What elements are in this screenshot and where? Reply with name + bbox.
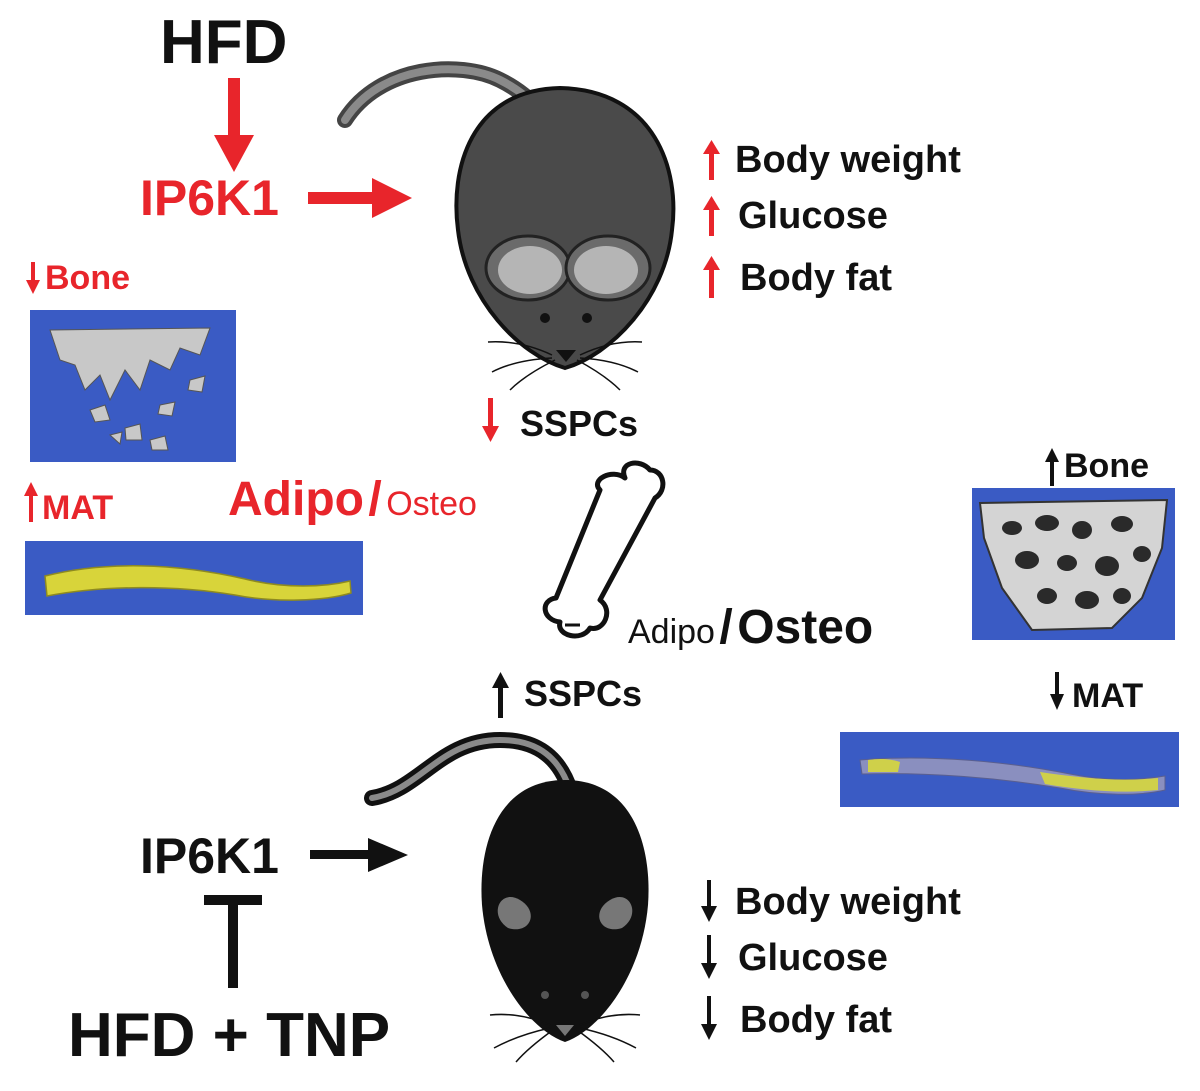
bottom-sspcs-label: SSPCs [524, 673, 643, 714]
down-arrow-icon [701, 880, 717, 922]
top-sspcs-label: SSPCs [520, 403, 639, 444]
down-arrow-icon [701, 935, 717, 979]
bottom-osteo-label: Osteo [737, 601, 874, 654]
bottom-body-fat-label: Body fat [740, 999, 892, 1041]
bottom-adipo-label: Adipo [628, 613, 715, 651]
ip6k1-right-arrow-icon [308, 178, 412, 218]
top-slash: / [368, 473, 382, 526]
bone-loss-microct-image [30, 310, 236, 462]
bottom-adipo-osteo-ratio: Adipo / Osteo [628, 598, 873, 669]
inhibition-bar-icon [204, 895, 262, 988]
mat-increase-label: MAT [42, 489, 114, 527]
bottom-effect-arrows [701, 880, 717, 1040]
mat-decrease-label: MAT [1072, 677, 1144, 715]
bottom-glucose-label: Glucose [738, 937, 888, 979]
bone-increase-microct-image [972, 488, 1175, 640]
bottom-slash: / [719, 601, 733, 654]
top-osteo-label: Osteo [386, 485, 477, 523]
top-effect-arrows [703, 140, 720, 298]
bone-down-arrow-icon [26, 262, 40, 294]
bone-increase-label: Bone [1064, 447, 1149, 485]
up-arrow-icon [703, 196, 720, 236]
mat-down-arrow-icon [1050, 672, 1064, 710]
mat-increase-microct-image [25, 541, 363, 615]
top-adipo-label: Adipo [228, 473, 364, 526]
bottom-ip6k1-right-arrow-icon [310, 838, 408, 872]
bone-decrease-label: Bone [45, 259, 130, 297]
hfd-tnp-label: HFD + TNP [68, 1001, 391, 1070]
bottom-body-weight-label: Body weight [735, 881, 961, 923]
bottom-ip6k1-label: IP6K1 [140, 828, 279, 884]
sspcs-up-arrow-icon [492, 672, 509, 718]
mat-decrease-microct-image [840, 732, 1179, 807]
up-arrow-icon [703, 256, 720, 298]
top-adipo-osteo-ratio: Adipo / Osteo [228, 470, 477, 541]
hfd-down-arrow-icon [214, 78, 254, 172]
bone-up-arrow-icon [1045, 448, 1059, 486]
top-glucose-label: Glucose [738, 195, 888, 237]
femur-bone-icon [542, 460, 666, 639]
up-arrow-icon [703, 140, 720, 180]
down-arrow-icon [701, 996, 717, 1040]
mat-up-arrow-icon [24, 482, 38, 522]
black-mouse-icon [364, 731, 649, 1063]
top-body-weight-label: Body weight [735, 139, 961, 181]
hfd-label: HFD [160, 8, 288, 77]
gray-mouse-icon [337, 61, 676, 391]
top-body-fat-label: Body fat [740, 257, 892, 299]
top-ip6k1-label: IP6K1 [140, 170, 279, 226]
sspcs-down-arrow-icon [482, 398, 499, 442]
